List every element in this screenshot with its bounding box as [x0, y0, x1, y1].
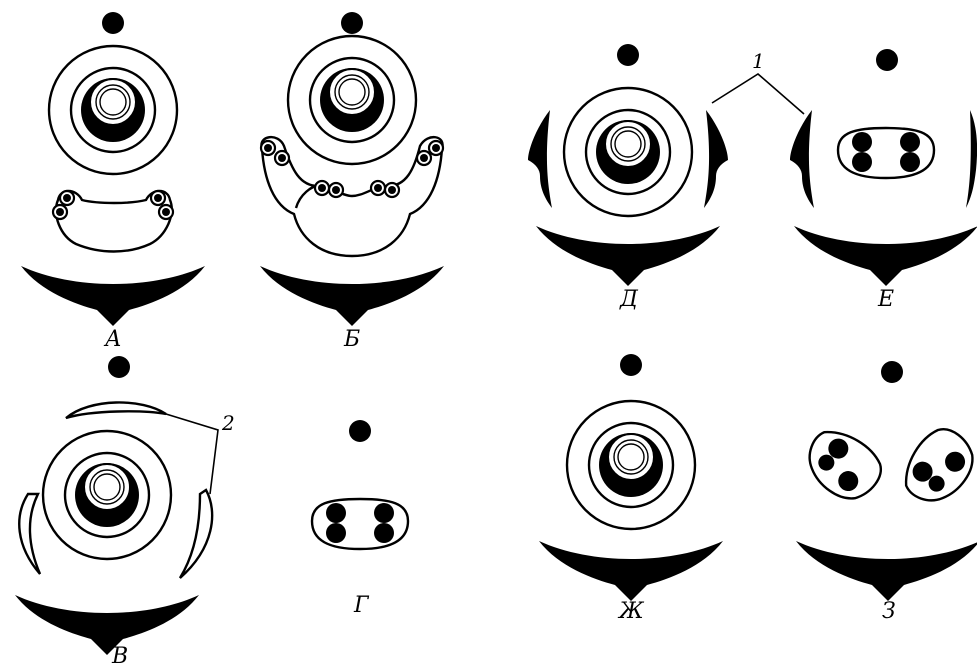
- panel-label-z: З: [882, 599, 896, 624]
- central-floret: [288, 36, 416, 164]
- panel-label-a: А: [103, 327, 122, 352]
- left-inner-body: [797, 423, 890, 509]
- right-palea: [180, 490, 212, 578]
- right-lateral-bract: [966, 110, 977, 208]
- callout-label-1: 1: [752, 49, 765, 73]
- panel-d: Д: [528, 44, 728, 312]
- central-floret: [49, 46, 177, 174]
- inner-body: [312, 499, 408, 549]
- right-lateral-bract: [704, 110, 728, 208]
- central-floret: [564, 88, 692, 216]
- panel-z: З: [796, 361, 977, 624]
- panel-e: Е: [790, 49, 977, 312]
- lateral-scale: [53, 191, 173, 252]
- axis-dot: [102, 12, 124, 34]
- lateral-scale: [261, 137, 443, 256]
- right-inner-body: [897, 420, 977, 513]
- axis-dot: [341, 12, 363, 34]
- axis-dot: [349, 420, 371, 442]
- callout-2: 2: [166, 411, 235, 494]
- panel-label-d: Д: [619, 287, 639, 312]
- panel-a: А: [21, 12, 205, 352]
- panel-label-e: Е: [877, 287, 894, 312]
- panel-v: В: [15, 356, 212, 669]
- panel-label-zh: Ж: [617, 599, 645, 624]
- panel-zh: Ж: [539, 354, 723, 624]
- axis-dot: [108, 356, 130, 378]
- axis-dot: [617, 44, 639, 66]
- panel-label-g: Г: [353, 593, 370, 618]
- panel-label-b: Б: [343, 327, 360, 352]
- axis-dot: [881, 361, 903, 383]
- lower-bract: [796, 541, 977, 601]
- lower-bract: [21, 266, 205, 326]
- panel-b: Б: [260, 12, 444, 352]
- left-palea: [19, 494, 40, 574]
- panel-label-v: В: [111, 644, 128, 669]
- panel-g: Г: [312, 420, 408, 618]
- lower-bract: [539, 541, 723, 601]
- left-lateral-bract: [528, 110, 552, 208]
- callout-label-2: 2: [221, 411, 235, 435]
- upper-palea: [66, 402, 166, 418]
- lower-bract: [794, 226, 977, 286]
- left-lateral-bract: [790, 110, 814, 208]
- axis-dot: [876, 49, 898, 71]
- lower-bract: [15, 595, 199, 655]
- lower-bract: [260, 266, 444, 326]
- central-floret: [43, 431, 171, 559]
- callout-1: 1: [712, 49, 804, 114]
- inner-body: [838, 128, 934, 178]
- axis-dot: [620, 354, 642, 376]
- central-floret: [567, 401, 695, 529]
- lower-bract: [536, 226, 720, 286]
